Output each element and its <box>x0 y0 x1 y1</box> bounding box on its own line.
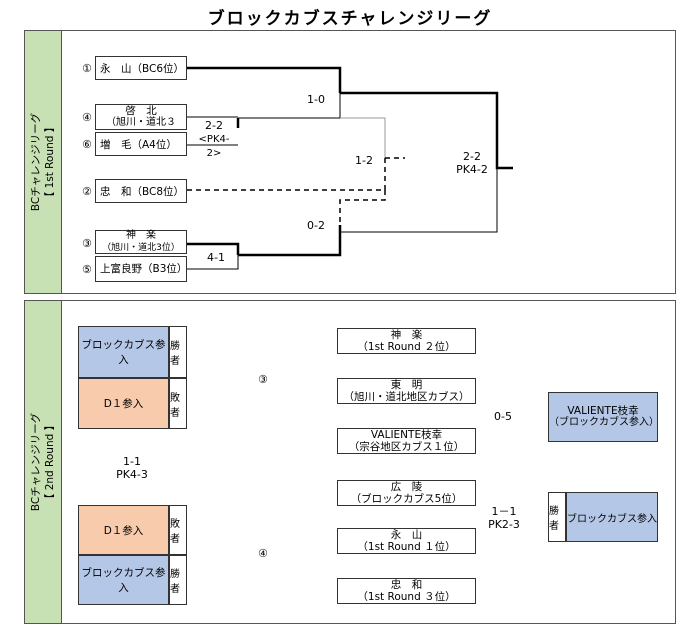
team-num-5: ⑤ <box>82 263 92 276</box>
team-box-kamifurano: 上富良野（B3位） <box>95 256 187 282</box>
team-box-keihoku: 啓 北 （旭川・道北３位） <box>95 104 187 130</box>
winner-name: ブロックカブス参入 <box>567 513 657 525</box>
team-num-3: ③ <box>82 237 92 250</box>
pk: PK4-2 <box>456 163 488 176</box>
team-box-mashike: 増 毛（A4位） <box>95 132 187 156</box>
block-label: D１参入 <box>103 524 144 537</box>
team-num-2: ② <box>82 185 92 198</box>
score-top: 0-5 <box>494 410 512 423</box>
score: 1-1 <box>123 455 141 468</box>
team-name: 広 陵 <box>390 481 423 493</box>
group4-label: ④ <box>258 547 268 560</box>
playoff-score: 1-1 PK4-3 <box>104 455 160 481</box>
winner-sub: （ブロックカブス参入） <box>549 417 659 428</box>
team-num-4: ④ <box>82 111 92 124</box>
team-name: 永 山 <box>390 529 423 541</box>
pk: PK2-3 <box>488 518 520 531</box>
winner-top: VALIENTE枝幸 （ブロックカブス参入） <box>548 392 659 442</box>
r2-team-valiente: VALIENTE枝幸 （宗谷地区カブス１位） <box>337 428 476 454</box>
team-box-kagura: 神 楽 （旭川・道北3位） <box>95 230 187 254</box>
team-name-sub: （旭川・道北３ <box>106 117 176 128</box>
score: 2-2 <box>205 119 223 132</box>
r2-team-chuwa: 忠 和 （1st Round ３位） <box>337 578 476 604</box>
r2-team-kagura: 神 楽 （1st Round ２位） <box>337 328 476 354</box>
round2-side-line2: 【 2nd Round 】 <box>44 419 56 505</box>
round2-side-label: BCチャレンジリーグ 【 2nd Round 】 <box>25 301 62 623</box>
match5-score: 1-2 <box>355 154 373 167</box>
team-box-nagayama: 永 山（BC6位） <box>95 56 187 80</box>
block-label: ブロックカブス参入 <box>81 339 166 366</box>
round2-side-line1: BCチャレンジリーグ <box>30 412 42 512</box>
tag-winner: 勝者 <box>169 555 187 605</box>
tag-loser: 敗者 <box>169 505 187 555</box>
team-num-6: ⑥ <box>82 138 92 151</box>
left-block-2: D１参入 <box>78 378 169 429</box>
group3-label: ③ <box>258 373 268 386</box>
match2-score: 1-0 <box>307 93 325 106</box>
r2-team-toumei: 東 明 （旭川・道北地区カブス） <box>337 378 476 404</box>
match1-score: 2-2 <PK4-2> <box>192 119 236 160</box>
team-name: 忠 和（BC8位） <box>100 185 185 198</box>
team-name: VALIENTE枝幸 <box>370 429 443 441</box>
team-name-sub: （旭川・道北地区カブス） <box>343 391 470 403</box>
block-label: ブロックカブス参入 <box>81 567 166 594</box>
team-name-sub: （ブロックカブス5位） <box>350 493 463 505</box>
team-name: 永 山（BC6位） <box>100 62 185 75</box>
match3-score: 4-1 <box>207 251 225 264</box>
team-name-sub: （1st Round ２位） <box>357 341 456 353</box>
match4-score: 0-2 <box>307 219 325 232</box>
winner-bottom: ブロックカブス参入 <box>566 492 658 542</box>
team-name-sub: （1st Round １位） <box>357 541 456 553</box>
team-name: 啓 北 <box>125 105 157 117</box>
left-block-3: D１参入 <box>78 505 169 555</box>
tag-winner: 勝者 <box>548 492 566 542</box>
score-bottom: 1－1 PK2-3 <box>484 505 524 531</box>
page-title: ブロックカブスチャレンジリーグ <box>207 9 493 29</box>
team-name: 神 楽 <box>126 230 156 241</box>
team-name-sub: （1st Round ３位） <box>357 591 456 603</box>
tag-winner: 勝者 <box>169 326 187 378</box>
pk: PK4-3 <box>116 468 148 481</box>
team-name: 東 明 <box>390 379 423 391</box>
team-name: 忠 和 <box>390 579 423 591</box>
round1-side-label: BCチャレンジリーグ 【 1st Round 】 <box>25 31 62 293</box>
final-score: 2-2 PK4-2 <box>450 150 494 176</box>
team-name-sub: （旭川・道北3位） <box>102 243 180 253</box>
team-name-sub: （宗谷地区カブス１位） <box>348 441 465 453</box>
team-name: 上富良野（B3位） <box>100 263 188 275</box>
team-name: 神 楽 <box>390 329 423 341</box>
team-box-chuwa: 忠 和（BC8位） <box>95 179 187 203</box>
team-num-1: ① <box>82 62 92 75</box>
r2-team-kouryou: 広 陵 （ブロックカブス5位） <box>337 480 476 506</box>
block-label: D１参入 <box>103 398 144 410</box>
pk: <PK4-2> <box>198 134 230 159</box>
winner-name: VALIENTE枝幸 <box>567 405 639 417</box>
tag-loser: 敗者 <box>169 378 187 429</box>
left-block-1: ブロックカブス参入 <box>78 326 169 378</box>
score: 2-2 <box>463 150 481 163</box>
score: 1－1 <box>491 505 517 518</box>
left-block-4: ブロックカブス参入 <box>78 555 169 605</box>
r2-team-nagayama: 永 山 （1st Round １位） <box>337 528 476 554</box>
team-name: 増 毛（A4位） <box>100 138 177 151</box>
